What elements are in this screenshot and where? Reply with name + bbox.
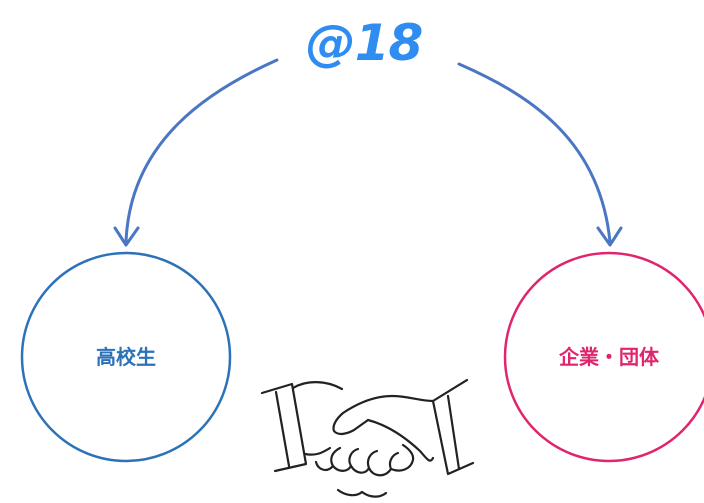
companies-label: 企業・団体 <box>558 345 660 369</box>
arrow-head-left-icon <box>113 226 140 247</box>
brand-title: @18 <box>306 14 423 72</box>
students-circle <box>20 251 232 463</box>
companies-circle <box>503 251 704 463</box>
arrow-head-right-icon <box>596 226 623 247</box>
arrow-to-companies <box>457 62 612 244</box>
arrow-to-students <box>124 58 279 244</box>
handshake-icon <box>260 378 475 498</box>
students-label: 高校生 <box>96 345 156 369</box>
